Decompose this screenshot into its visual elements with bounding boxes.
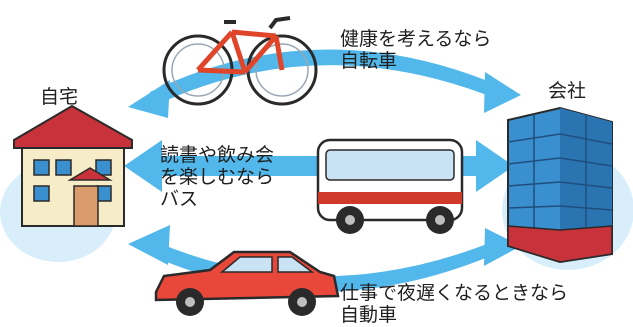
- bus-route-line-2: を楽しむなら: [160, 166, 275, 188]
- car-route-line-1: 仕事で夜遅くなるときなら: [340, 282, 569, 304]
- car-route-label: 仕事で夜遅くなるときなら 自動車: [340, 282, 568, 326]
- bus-route-line-3: バス: [160, 188, 199, 210]
- office-building-icon: [507, 106, 613, 264]
- car-icon: [154, 250, 340, 316]
- company-label: 会社: [548, 80, 587, 102]
- top-arrowhead-right: [484, 72, 521, 113]
- bottom-arrowhead-left: [128, 225, 170, 265]
- house-icon: [13, 104, 133, 227]
- home-label: 自宅: [40, 86, 79, 108]
- bottom-arrowhead-right: [484, 228, 521, 266]
- bus-route-label: 読書や飲み会 を楽しむなら バス: [160, 144, 274, 210]
- bus-icon: [316, 138, 464, 234]
- bicycle-icon: [162, 16, 318, 106]
- middle-arrowhead-right: [476, 140, 514, 192]
- bicycle-route-label: 健康を考えるなら 自転車: [340, 28, 491, 72]
- top-arc-arrow: [150, 49, 500, 106]
- car-route-line-2: 自動車: [340, 304, 398, 326]
- middle-arrowhead-left: [124, 140, 162, 192]
- bus-route-line-1: 読書や飲み会: [160, 144, 275, 166]
- bicycle-route-line-1: 健康を考えるなら: [340, 28, 492, 50]
- top-arrowhead-left: [128, 80, 170, 118]
- bicycle-route-line-2: 自転車: [340, 50, 398, 72]
